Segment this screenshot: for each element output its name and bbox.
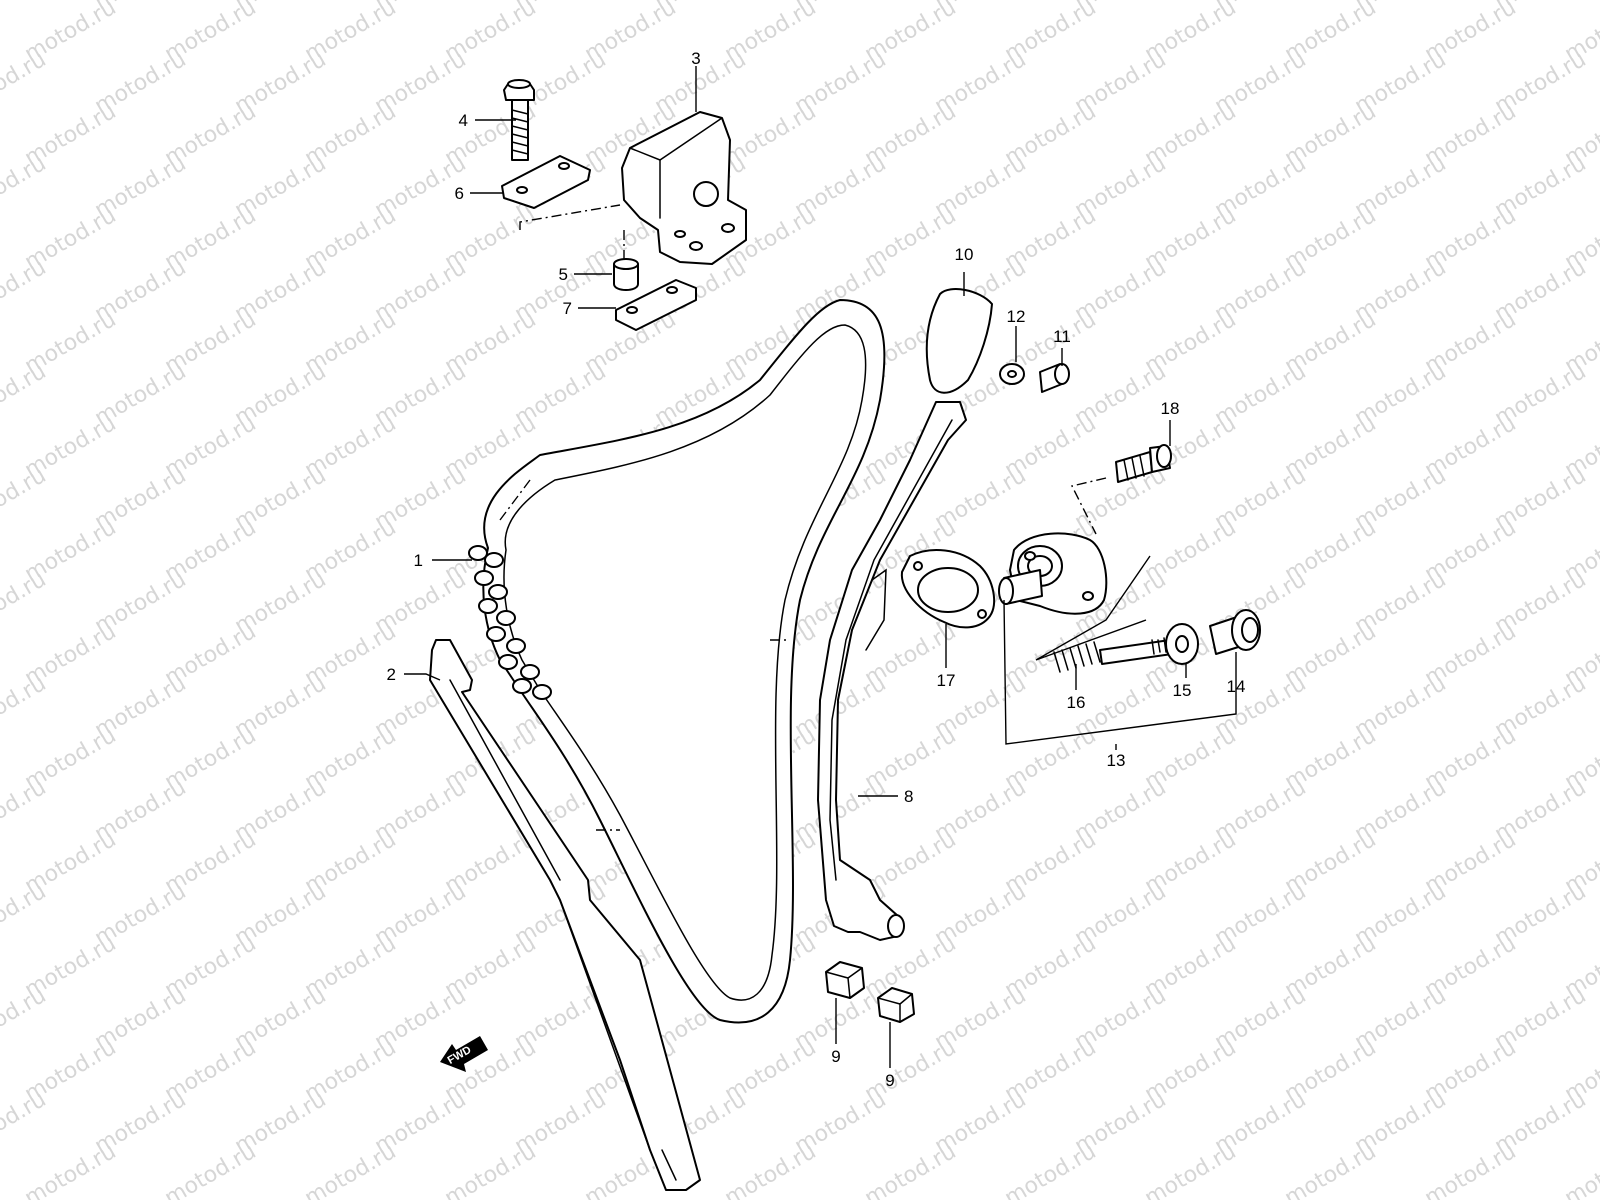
callout-6: 6	[455, 184, 464, 203]
callout-10: 10	[955, 245, 974, 264]
block-part-9b	[877, 987, 915, 1023]
callout-16: 16	[1067, 693, 1086, 712]
bolt-part-4	[503, 79, 535, 161]
callout-17: 17	[937, 671, 956, 690]
callout-9a: 9	[831, 1047, 840, 1066]
chain-link-group	[468, 545, 552, 700]
callout-13: 13	[1107, 751, 1126, 770]
screw-part-11	[1039, 363, 1070, 393]
watermark-text: motod.ru	[0, 359, 50, 431]
watermark-text: motod.ru	[1281, 1139, 1381, 1200]
cap-bolt-part-14	[1209, 609, 1261, 655]
watermark-text: motod.ru	[301, 1139, 401, 1200]
plate-part-6	[501, 155, 591, 209]
washer-part-15	[1165, 623, 1199, 665]
watermark-text: motod.ru	[0, 567, 50, 639]
watermark-text: motod.ru	[21, 1139, 121, 1200]
callout-1: 1	[414, 551, 423, 570]
upper-chain-guide	[519, 111, 747, 265]
watermark-text: motod.ru	[0, 879, 50, 951]
chain-guide-front	[429, 639, 701, 1191]
watermark-text: motod.ru	[1421, 1139, 1521, 1200]
watermark-text: motod.ru	[0, 1087, 50, 1159]
watermark-text: motod.ru	[0, 151, 50, 223]
watermark-text: motod.ru	[0, 47, 50, 119]
bolt-part-18	[1070, 444, 1172, 535]
watermark-text: motod.ru	[161, 1139, 261, 1200]
watermark-text: motod.ru	[441, 1139, 541, 1200]
gasket-part-17	[900, 549, 996, 629]
watermark-text: motod.ru	[721, 1139, 821, 1200]
callout-labels: 1 2 3 4 5 6 7 8 9 9 10 11 12 13 14 15 16…	[387, 49, 1246, 1090]
callout-12: 12	[1007, 307, 1026, 326]
callout-5: 5	[559, 265, 568, 284]
callout-4: 4	[459, 111, 468, 130]
watermark-text: motod.ru	[0, 775, 50, 847]
leader-lines	[404, 66, 1237, 1068]
watermark-text: motod.ru	[0, 463, 50, 535]
callout-14: 14	[1227, 677, 1246, 696]
dowel-part-5	[613, 258, 639, 291]
pad-part-10	[925, 288, 993, 394]
callout-2: 2	[387, 665, 396, 684]
watermark-text: motod.ru	[0, 671, 50, 743]
block-part-9a	[825, 961, 865, 999]
watermark-text: motod.ru	[0, 255, 50, 327]
forward-direction-badge: FWD	[440, 1036, 488, 1072]
callout-7: 7	[563, 299, 572, 318]
washer-part-12	[999, 363, 1025, 385]
callout-8: 8	[904, 787, 913, 806]
watermark-text: motod.ru	[1001, 1139, 1101, 1200]
cam-chain	[468, 299, 886, 1024]
callout-15: 15	[1173, 681, 1192, 700]
callout-9b: 9	[885, 1071, 894, 1090]
callout-18: 18	[1161, 399, 1180, 418]
watermark-text: motod.ru	[861, 1139, 961, 1200]
watermark-text: motod.ru	[1141, 1139, 1241, 1200]
plate-part-7	[615, 279, 697, 331]
watermark-text: motod.ru	[0, 0, 50, 15]
watermark-text: motod.ru	[0, 983, 50, 1055]
watermark-text: motod.ru	[1561, 1139, 1600, 1200]
chain-guide-rear	[817, 401, 967, 941]
callout-11: 11	[1053, 327, 1071, 346]
tensioner-body-part-13	[998, 532, 1151, 661]
callout-3: 3	[691, 49, 700, 68]
